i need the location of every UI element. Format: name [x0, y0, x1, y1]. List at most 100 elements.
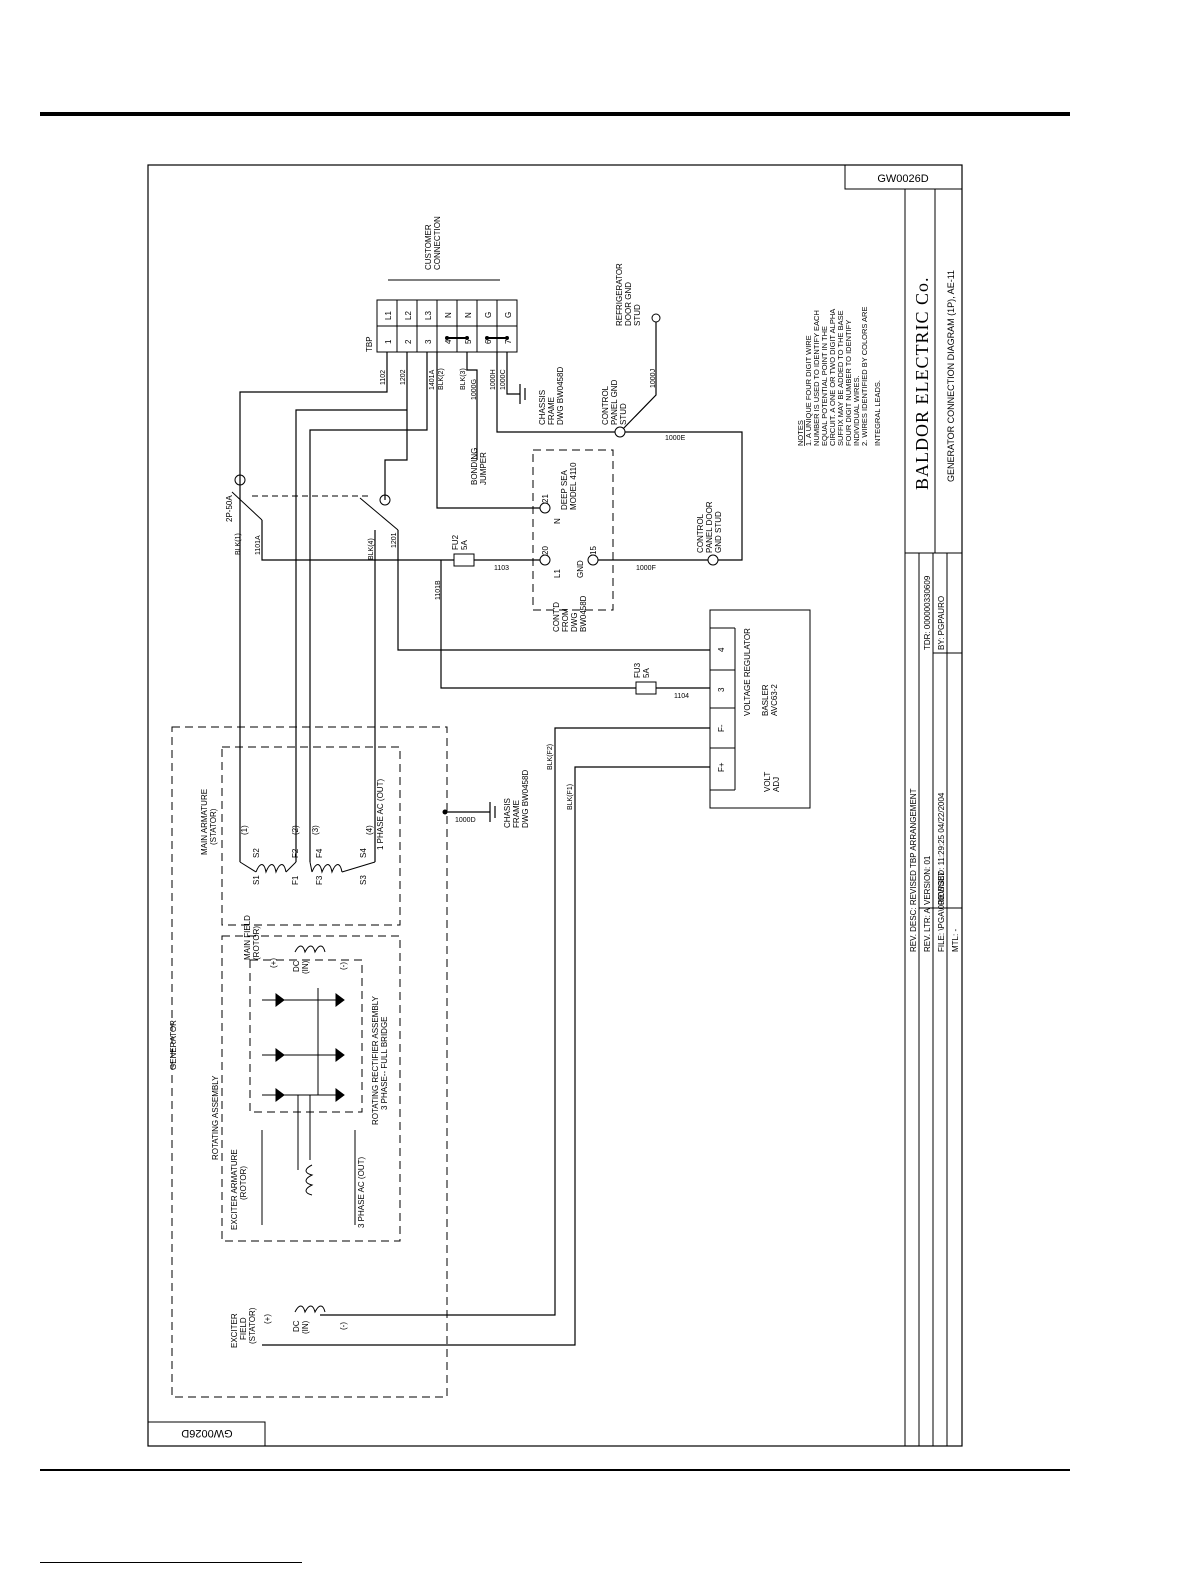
wire-label: 1000H	[490, 369, 497, 390]
control-panel-door-label: PANEL DOOR	[705, 501, 714, 553]
control-panel-gnd-label: STUD	[619, 403, 628, 425]
contd-label: DWG	[570, 612, 579, 632]
dc-in-label: (IN)	[301, 960, 310, 974]
refrigerator-stud	[651, 313, 661, 323]
lead-label: F1	[291, 875, 300, 885]
wire-label: 1101B	[435, 580, 442, 600]
main-armature-label: MAIN ARMATURE	[200, 789, 209, 855]
reg-terminal-label: 3	[717, 687, 726, 692]
control-panel-door-label: CONTROL	[696, 513, 705, 553]
arm-num: (2)	[291, 825, 300, 835]
deep-sea-label: MODEL 4110	[569, 462, 578, 510]
terminal-20	[539, 554, 551, 566]
lead-label: F2	[291, 848, 300, 858]
arm-num: (4)	[365, 825, 374, 835]
contd-label: BW0458D	[579, 595, 588, 632]
tbp-term: N	[464, 312, 473, 318]
main-armature-box	[221, 746, 401, 926]
lead-label: S3	[359, 875, 368, 885]
refrigerator-label: STUD	[633, 304, 642, 326]
rectifier-diodes	[262, 988, 345, 1170]
tbp-term: N	[444, 312, 453, 318]
one-phase-label: 1 PHASE AC (OUT)	[376, 779, 385, 850]
terminal-20-label: 20	[541, 546, 550, 555]
minus-label: (-)	[339, 962, 348, 970]
control-panel-gnd-stud	[614, 426, 626, 438]
customer-connection-label: CONNECTION	[433, 216, 442, 270]
note-line: SUFFIX MAY BE ADDED TO THE BASE	[836, 310, 845, 446]
terminal-gnd-label: GND	[576, 560, 585, 578]
wire-label: 1104	[674, 693, 689, 700]
wire-label: BLK(4)	[368, 538, 375, 560]
note-line: EQUAL POTENTIAL POINT IN THE	[820, 326, 829, 446]
dc-in-label: DC	[292, 960, 301, 972]
footnote-rule	[40, 1562, 302, 1563]
exciter-field-label: (STATOR)	[248, 1307, 257, 1344]
customer-connection-label: CUSTOMER	[424, 224, 433, 270]
wire-label: 1000J	[650, 369, 657, 388]
tbp-num: 7	[504, 339, 513, 344]
breaker-2p-50a: 2P-50A	[225, 474, 399, 531]
rev-ltr: REV. LTR: A	[923, 907, 932, 952]
tbp-num: 4	[444, 339, 453, 344]
reg-terminal-label: F+	[717, 762, 726, 772]
wiring	[239, 322, 743, 1346]
main-field-label: (ROTOR)	[252, 926, 261, 960]
exciter-armature-label: (ROTOR)	[239, 1166, 248, 1200]
terminal-n-label: N	[553, 518, 562, 524]
wire-label: BLK(F2)	[547, 744, 554, 770]
drawing-title: GENERATOR CONNECTION DIAGRAM (1P), AE-11	[946, 270, 956, 482]
chassis-label: DWG BW0458D	[556, 367, 565, 425]
breaker-label: 2P-50A	[225, 495, 234, 522]
tbp-num: 2	[404, 339, 413, 344]
generator-enclosure	[171, 726, 448, 1398]
deep-sea-label: DEEP SEA	[560, 469, 569, 510]
chasis-label: DWG BW0458D	[521, 770, 530, 828]
company-name: BALDOR ELECTRIC Co.	[912, 276, 932, 490]
chasis-label: CHASIS	[503, 798, 512, 828]
wire-label: 1000E	[665, 435, 686, 442]
rectifier-label: 3 PHASE-- FULL BRIDGE	[380, 1016, 389, 1110]
basler-label: BASLER	[761, 684, 770, 716]
arm-num: (3)	[311, 825, 320, 835]
file-path: FILE: \PGA\00005\387	[937, 871, 946, 952]
tbp-label: TBP	[365, 336, 374, 352]
top-rule	[40, 112, 1070, 116]
fu2-label: FU2	[451, 534, 460, 550]
reg-terminal-label: 4	[717, 647, 726, 652]
control-panel-door-stud	[707, 554, 719, 566]
mtl: MTL: -	[951, 929, 960, 952]
contd-label: FROM	[561, 608, 570, 632]
terminal-l1-label: L1	[553, 569, 562, 578]
plus-label: (+)	[263, 1314, 272, 1324]
exciter-armature-label: EXCITER ARMATURE	[230, 1149, 239, 1230]
wire-label: 1000F	[636, 565, 656, 572]
note-line: INDIVIDUAL WIRES.	[852, 375, 861, 446]
revised-date: REVISED: 11:29:25 04/22/2004	[937, 792, 946, 905]
chassis-label: FRAME	[547, 397, 556, 425]
version: VERSION: 01	[923, 855, 932, 905]
tbp-term: G	[504, 312, 513, 318]
tbp-terminal-block: TBP 1 2 3 4 5 6 7 L1 L2 L3 N N G G	[365, 299, 518, 353]
chassis-label: CHASSIS	[538, 390, 547, 425]
exciter-field-label: FIELD	[239, 1317, 248, 1340]
tbp-num: 6	[484, 339, 493, 344]
three-phase-label: 3 PHASE AC (OUT)	[357, 1157, 366, 1228]
control-panel-gnd-label: PANEL GND	[610, 379, 619, 425]
terminal-15-label: 15	[589, 546, 598, 555]
note-line: 1. A UNIQUE FOUR DIGIT WIRE	[804, 335, 813, 446]
tbp-num: 1	[384, 339, 393, 344]
voltage-regulator-label: VOLTAGE REGULATOR	[743, 628, 752, 716]
note-line: FOUR DIGIT NUMBER TO IDENTIFY	[844, 320, 853, 446]
wire-label: BLK(F1)	[567, 784, 574, 810]
fu3-label: 5A	[642, 668, 651, 678]
plus-label: (+)	[269, 958, 278, 968]
rev-desc: REV. DESC: REVISED TBP ARRANGEMENT	[909, 788, 918, 952]
terminal-21	[539, 502, 551, 514]
tbp-num: 3	[424, 339, 433, 344]
fu2-label: 5A	[460, 540, 469, 550]
voltage-regulator	[709, 609, 811, 809]
note-line: NUMBER IS USED TO IDENTIFY EACH	[812, 310, 821, 446]
wire-label: 1103	[494, 565, 509, 572]
generator-label: GENERATOR	[169, 1020, 178, 1070]
